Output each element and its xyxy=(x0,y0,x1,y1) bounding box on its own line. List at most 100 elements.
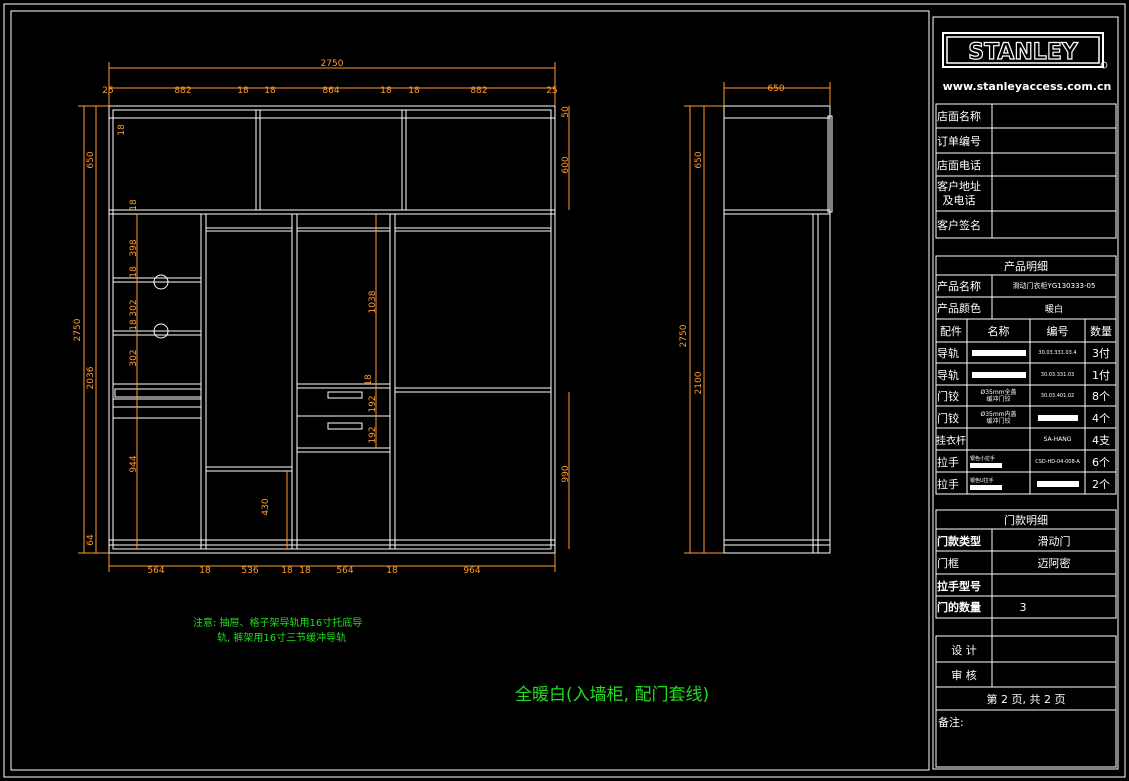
dim-bottom-1: 18 xyxy=(199,566,211,576)
side-elevation xyxy=(723,105,833,554)
dim-left-col-0: 398 xyxy=(129,239,139,256)
part-1-name-bar xyxy=(968,364,1029,385)
dim-bottom-7: 964 xyxy=(463,566,480,576)
part-1-qty: 1付 xyxy=(1092,368,1110,382)
dim-left-col-1: 18 xyxy=(129,266,139,278)
label-store-name: 店面名称 xyxy=(937,110,981,123)
dim-front-total-width: 2750 xyxy=(321,59,344,69)
dim-side-depth: 650 xyxy=(767,84,784,94)
front-elevation xyxy=(108,105,556,554)
part-5-qty: 6个 xyxy=(1092,455,1110,469)
dim-mid-col-3: 192 xyxy=(368,426,378,443)
part-1-code: 30.03.331.03 xyxy=(1040,371,1075,378)
dim-top-5: 18 xyxy=(380,86,392,96)
part-3: 门铰 xyxy=(937,411,959,425)
door-section-title: 门款明细 xyxy=(1004,513,1048,527)
dim-top-1: 882 xyxy=(174,86,191,96)
dim-side-upper: 650 xyxy=(694,151,704,168)
part-6-name-cell: 银色U拉手 xyxy=(970,473,1028,494)
dim-left-col-2: 302 xyxy=(129,299,139,316)
label-handle-model: 拉手型号 xyxy=(937,579,981,593)
label-door-frame: 门框 xyxy=(937,557,959,570)
drawing-area-border xyxy=(10,10,930,771)
label-customer-address: 客户地址 及电话 xyxy=(937,179,981,207)
part-3-qty: 4个 xyxy=(1092,411,1110,425)
dim-left-lower: 2036 xyxy=(86,366,96,389)
part-4: 挂衣杆 xyxy=(936,436,966,447)
label-customer-signature: 客户签名 xyxy=(937,218,981,232)
dim-top-gap: 50 xyxy=(561,106,571,118)
door-count-value: 3 xyxy=(1019,600,1027,614)
website-url: www.stanleyaccess.com.cn xyxy=(942,80,1112,93)
part-6: 拉手 xyxy=(937,477,959,491)
logo-text: STANLEY xyxy=(968,40,1079,65)
stanley-logo: STANLEY xyxy=(942,32,1108,69)
product-color-value: 暖白 xyxy=(1044,304,1063,315)
part-0: 导轨 xyxy=(937,347,959,360)
col-code: 编号 xyxy=(1046,324,1069,338)
dim-shelf-top: 18 xyxy=(117,124,127,136)
drawing-title: 全暖白(入墙柜, 配门套线) xyxy=(515,685,710,705)
label-review: 审 核 xyxy=(951,669,977,682)
part-3-name: Ø35mm内盖 缓冲门铰 xyxy=(980,410,1017,425)
label-store-phone: 店面电话 xyxy=(937,158,981,172)
dim-top-0: 25 xyxy=(102,86,113,96)
part-1: 导轨 xyxy=(937,368,959,382)
part-0-code: 30.03.331.03.4 xyxy=(1038,350,1077,356)
dim-top-6: 18 xyxy=(408,86,420,96)
page-number: 第 2 页, 共 2 页 xyxy=(986,693,1066,706)
label-door-type: 门款类型 xyxy=(937,534,981,548)
label-product-name: 产品名称 xyxy=(937,280,981,293)
part-5-name: 银色小拉手 xyxy=(970,455,996,462)
door-type-value: 滑动门 xyxy=(1037,534,1071,548)
remark-label: 备注: xyxy=(938,716,964,729)
part-5: 拉手 xyxy=(937,455,959,469)
dim-bottom-5: 564 xyxy=(336,566,353,576)
dim-top-2: 18 xyxy=(237,86,249,96)
part-2: 门铰 xyxy=(937,390,959,403)
dim-mid-col-4: 430 xyxy=(261,498,271,515)
col-part: 配件 xyxy=(940,324,962,338)
dim-side-total: 2750 xyxy=(679,324,689,347)
dim-mid-col-2: 192 xyxy=(368,395,378,412)
dim-bottom-3: 18 xyxy=(281,566,293,576)
part-6-name: 银色U拉手 xyxy=(970,477,994,484)
dim-left-total: 2750 xyxy=(73,318,83,341)
label-product-color: 产品颜色 xyxy=(937,302,981,315)
dim-left-base: 64 xyxy=(86,534,96,546)
part-4-qty: 4支 xyxy=(1092,433,1110,447)
dim-left-upper: 650 xyxy=(86,151,96,168)
dim-side-lower: 2100 xyxy=(694,371,704,394)
dim-shelf-mid: 18 xyxy=(129,199,139,211)
label-design: 设 计 xyxy=(951,643,977,657)
dim-mid-col-1: 18 xyxy=(364,374,374,386)
part-4-code: SA-HANG xyxy=(1043,436,1072,443)
col-qty: 数量 xyxy=(1090,324,1112,338)
dim-left-col-3: 18 xyxy=(129,319,139,331)
dim-upper-height: 600 xyxy=(561,156,571,173)
label-order-number: 订单编号 xyxy=(937,134,981,148)
dim-left-col-5: 944 xyxy=(129,455,139,472)
part-0-qty: 3付 xyxy=(1092,347,1110,360)
part-6-code-bar xyxy=(1031,473,1084,494)
part-2-qty: 8个 xyxy=(1092,390,1110,403)
note-line-1: 注意: 抽屉、格子架导轨用16寸托底导 xyxy=(193,618,363,629)
part-5-code: CSD-HD-04-008-A xyxy=(1035,458,1080,465)
label-door-count: 门的数量 xyxy=(937,601,981,614)
door-frame-value: 迈阿密 xyxy=(1037,557,1071,570)
part-3-code-bar xyxy=(1031,407,1084,428)
part-2-code: 30.03.401.02 xyxy=(1040,393,1075,399)
dim-bottom-2: 536 xyxy=(241,566,258,576)
dim-top-8: 25 xyxy=(546,86,557,96)
cabinet-outline xyxy=(108,105,556,554)
dimension-lines xyxy=(78,62,831,572)
dim-top-7: 882 xyxy=(470,86,487,96)
note-line-2: 轨, 裤架用16寸三节缓冲导轨 xyxy=(217,633,347,644)
dim-mid-col-0: 1038 xyxy=(368,290,378,313)
part-5-name-cell: 银色小拉手 xyxy=(970,451,1028,472)
dim-top-4: 864 xyxy=(322,86,339,96)
dim-left-col-4: 302 xyxy=(129,349,139,366)
dim-bottom-6: 18 xyxy=(386,566,398,576)
dim-top-3: 18 xyxy=(264,86,276,96)
sheet-outer-border xyxy=(3,3,1126,778)
